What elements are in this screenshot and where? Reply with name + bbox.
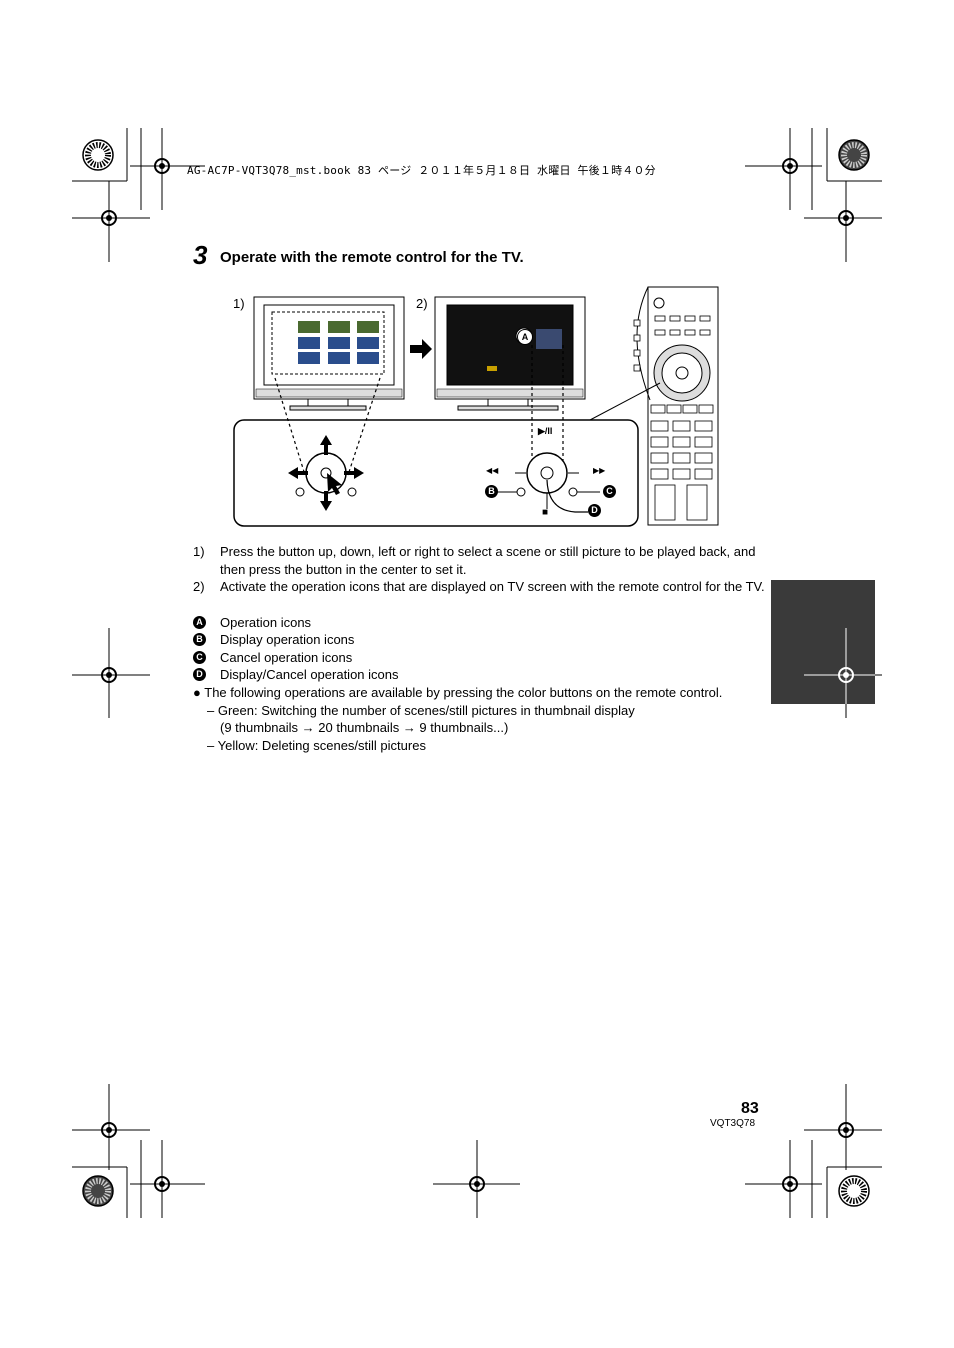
legend-badge: D [193,668,206,681]
rewind-icon: ◀◀ [486,466,498,475]
page-number: 83 [741,1100,759,1118]
callout-a: A [517,329,533,345]
instruction-item: 1) Press the button up, down, left or ri… [193,543,763,579]
color-buttons-note: ● The following operations are available… [193,684,773,702]
model-code: VQT3Q78 [710,1118,755,1129]
legend-text: Cancel operation icons [220,649,765,667]
side-tab-crosshair [771,580,875,704]
green-note-line1: – Green: Switching the number of scenes/… [207,702,767,720]
instruction-number: 2) [193,578,205,596]
green-note-line2: (9 thumbnails → 20 thumbnails → 9 thumbn… [220,719,765,737]
tv-thumbnail-view [254,297,404,410]
step-number: 3 [193,240,207,271]
step-title: Operate with the remote control for the … [220,249,524,266]
dpad-left-diagram [288,435,364,511]
callout-c: C [603,485,616,498]
book-file-header: AG-AC7P-VQT3Q78_mst.book 83 ページ ２０１１年５月１… [187,162,656,178]
legend-text: Display operation icons [220,631,765,649]
stop-icon: ■ [542,507,548,518]
instruction-number: 1) [193,543,205,561]
legend-text: Operation icons [220,614,765,632]
callout-b: B [485,485,498,498]
dpad-right-diagram [496,453,600,512]
legend-item: D Display/Cancel operation icons [193,666,763,684]
legend-badge: B [193,633,206,646]
callout-d: D [588,504,601,517]
legend-text: Display/Cancel operation icons [220,666,765,684]
bullet-icon: ● [193,685,201,700]
legend-item: A Operation icons [193,614,763,632]
instruction-text: Activate the operation icons that are di… [220,578,765,596]
fast-forward-icon: ▶▶ [593,466,605,475]
legend-item: B Display operation icons [193,631,763,649]
instruction-item: 2) Activate the operation icons that are… [193,578,763,614]
yellow-note: – Yellow: Deleting scenes/still pictures [207,737,767,755]
instruction-text: Press the button up, down, left or right… [220,543,765,578]
remote-control-illustration [230,285,725,530]
play-pause-icon: ▶/II [538,426,552,437]
legend-badge: C [193,651,206,664]
next-arrow-icon [410,339,432,359]
legend-item: C Cancel operation icons [193,649,763,667]
bullet-text: The following operations are available b… [204,685,722,700]
legend-badge: A [193,616,206,629]
